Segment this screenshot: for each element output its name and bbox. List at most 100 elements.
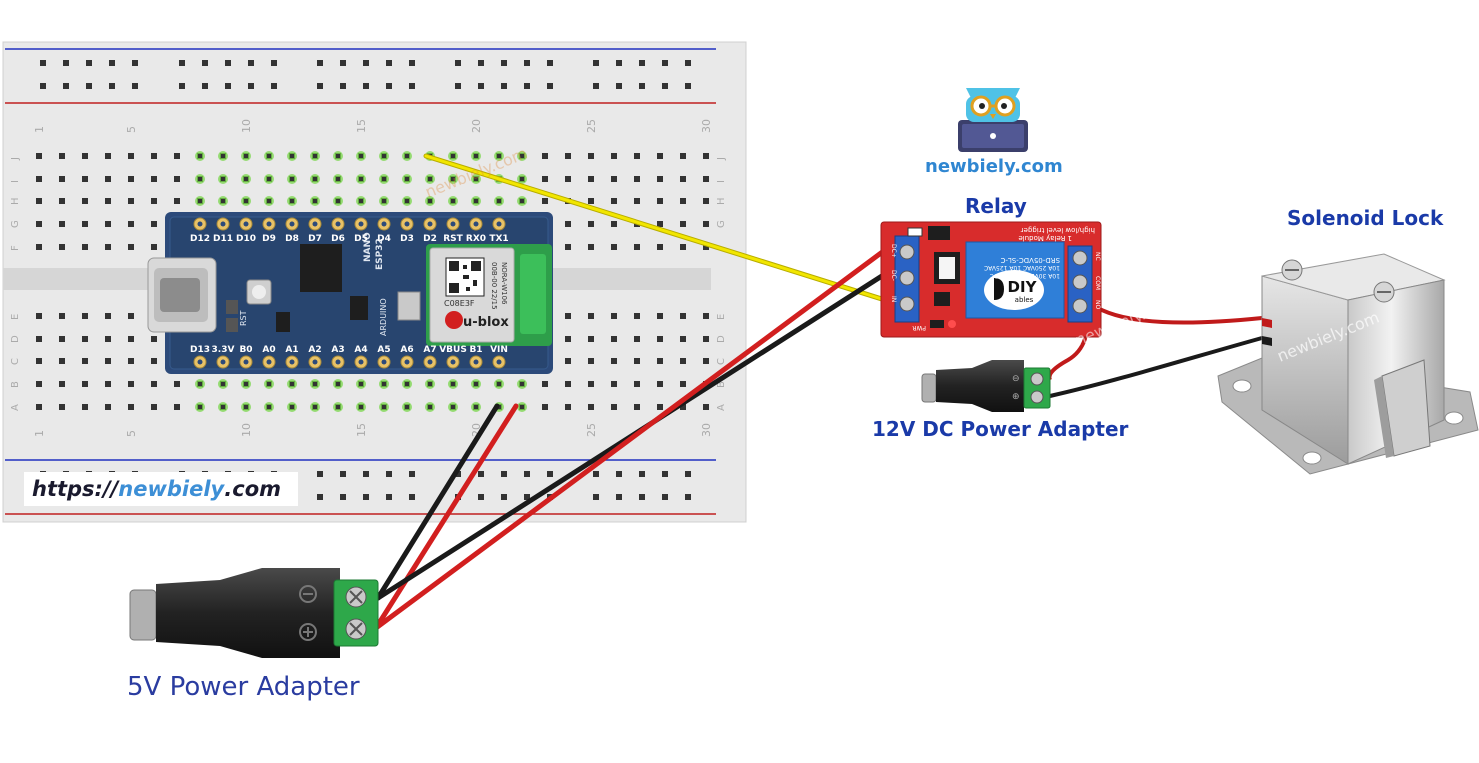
highlighted-hole-center [405,199,409,203]
rail-hole [248,60,254,66]
solenoid-lock [1217,253,1479,475]
relay-model-text: SRD-05VDC-SL-C [1001,256,1060,264]
rail-hole [271,83,277,89]
highlighted-hole-center [244,199,248,203]
highlighted-hole-center [474,382,478,386]
rail-hole [639,471,645,477]
breadboard-hole [611,381,617,387]
rail-hole [409,494,415,500]
highlighted-hole-center [244,405,248,409]
arduino-pin-hole [243,359,249,365]
highlighted-hole-center [198,177,202,181]
breadboard-hole [174,198,180,204]
highlighted-hole-center [428,199,432,203]
arduino-pin-label: D2 [423,234,437,244]
arduino-pin-label: D10 [236,234,256,244]
rail-hole [363,494,369,500]
highlighted-hole-center [290,199,294,203]
arduino-pin-hole [404,221,410,227]
breadboard-hole [82,313,88,319]
relay-pin-label: IN [890,296,897,302]
breadboard-hole [634,244,640,250]
highlighted-hole-center [405,405,409,409]
breadboard-hole [151,176,157,182]
relay-trigger-text: high/low level trigger [1021,226,1095,234]
breadboard-hole [151,198,157,204]
rail-hole [478,60,484,66]
rail-hole [340,494,346,500]
breadboard-hole [703,198,709,204]
breadboard-hole [59,381,65,387]
highlighted-hole-center [267,177,271,181]
breadboard-hole [105,404,111,410]
gnd-wire-5v-black [375,403,500,601]
arduino-pin-label: B0 [239,345,252,355]
rail-hole [455,471,461,477]
breadboard-hole [174,381,180,387]
arduino-pin-label: 3.3V [212,345,235,355]
arduino-pin-label: RX0 [466,234,486,244]
breadboard-hole [36,404,42,410]
highlighted-hole-center [451,199,455,203]
highlighted-hole-center [221,154,225,158]
breadboard-hole [565,381,571,387]
arduino-pin-label: D11 [213,234,233,244]
highlighted-hole-center [267,405,271,409]
rail-hole [478,494,484,500]
url-highlight: newbiely [118,477,225,501]
highlighted-hole-center [313,405,317,409]
breadboard-hole [59,176,65,182]
rail-hole [40,83,46,89]
highlighted-hole-center [313,154,317,158]
breadboard-hole [59,313,65,319]
relay-label: Relay [965,194,1027,218]
rail-hole [524,471,530,477]
rail-hole [363,471,369,477]
breadboard-hole [657,221,663,227]
rail-hole [478,83,484,89]
module-code-text: C08E3F [444,299,475,308]
column-number: 15 [355,423,368,437]
breadboard-hole [565,176,571,182]
breadboard-hole [82,381,88,387]
arduino-pin-hole [358,221,364,227]
highlighted-hole-center [451,405,455,409]
rail-hole [340,83,346,89]
signal-wire-yellow [424,154,887,302]
highlighted-hole-center [198,199,202,203]
arduino-pin-hole [197,221,203,227]
arduino-pin-hole [496,221,502,227]
arduino-pin-label: A7 [423,345,436,355]
arduino-pin-label: D3 [400,234,414,244]
arduino-pin-hole [427,359,433,365]
arduino-pin-label: B1 [469,345,482,355]
rail-hole [662,471,668,477]
highlighted-hole-center [405,177,409,181]
breadboard-hole [588,381,594,387]
breadboard-hole [105,313,111,319]
row-letter: I [716,180,727,183]
breadboard-hole [542,198,548,204]
rail-hole [685,494,691,500]
breadboard-hole [128,381,134,387]
breadboard-hole [565,313,571,319]
arduino-pin-label: VIN [490,345,508,355]
rail-hole [225,83,231,89]
rail-hole [662,494,668,500]
highlighted-hole-center [221,199,225,203]
highlighted-hole-center [336,177,340,181]
breadboard-hole [611,153,617,159]
breadboard-hole [703,358,709,364]
breadboard-hole [105,221,111,227]
breadboard-hole [105,336,111,342]
arduino-pin-label: D8 [285,234,299,244]
breadboard-hole [128,221,134,227]
rail-hole [547,471,553,477]
highlighted-hole-center [267,199,271,203]
breadboard-hole [82,404,88,410]
breadboard-hole [36,358,42,364]
highlighted-hole-center [497,199,501,203]
highlighted-hole-center [267,382,271,386]
